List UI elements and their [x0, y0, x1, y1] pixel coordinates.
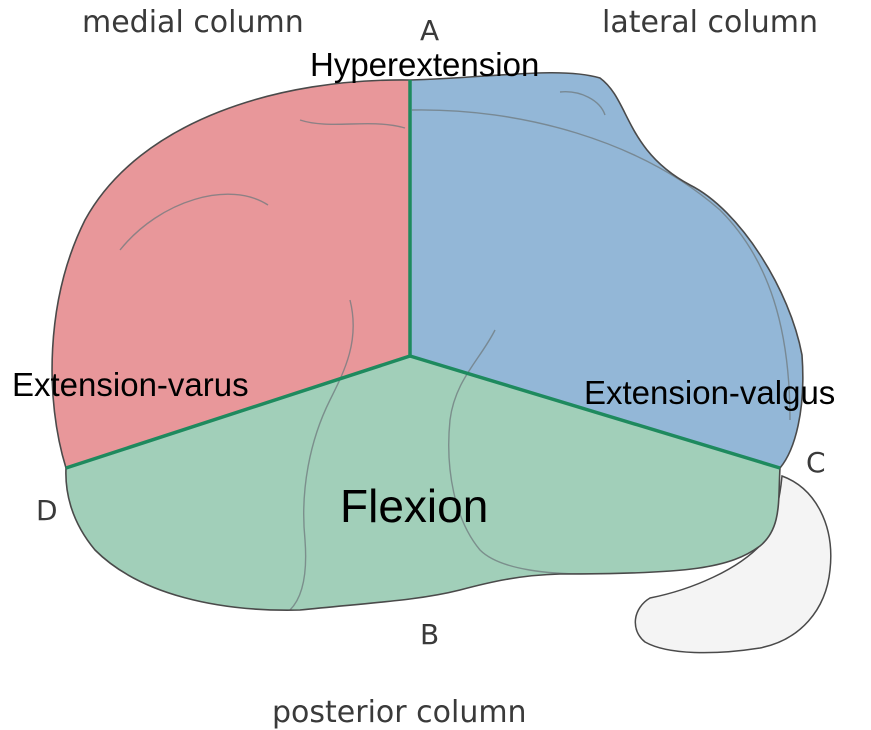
- medial-column-label: medial column: [82, 5, 304, 40]
- point-a-label: A: [420, 14, 439, 47]
- posterior-column-label: posterior column: [272, 695, 527, 730]
- hyperextension-label: Hyperextension: [310, 46, 539, 83]
- flexion-label: Flexion: [340, 480, 488, 532]
- point-c-label: C: [806, 446, 826, 479]
- extension-valgus-label: Extension-valgus: [584, 374, 835, 411]
- point-b-label: B: [420, 618, 439, 651]
- extension-varus-label: Extension-varus: [12, 366, 249, 403]
- point-d-label: D: [36, 494, 58, 527]
- lateral-column-label: lateral column: [602, 5, 818, 40]
